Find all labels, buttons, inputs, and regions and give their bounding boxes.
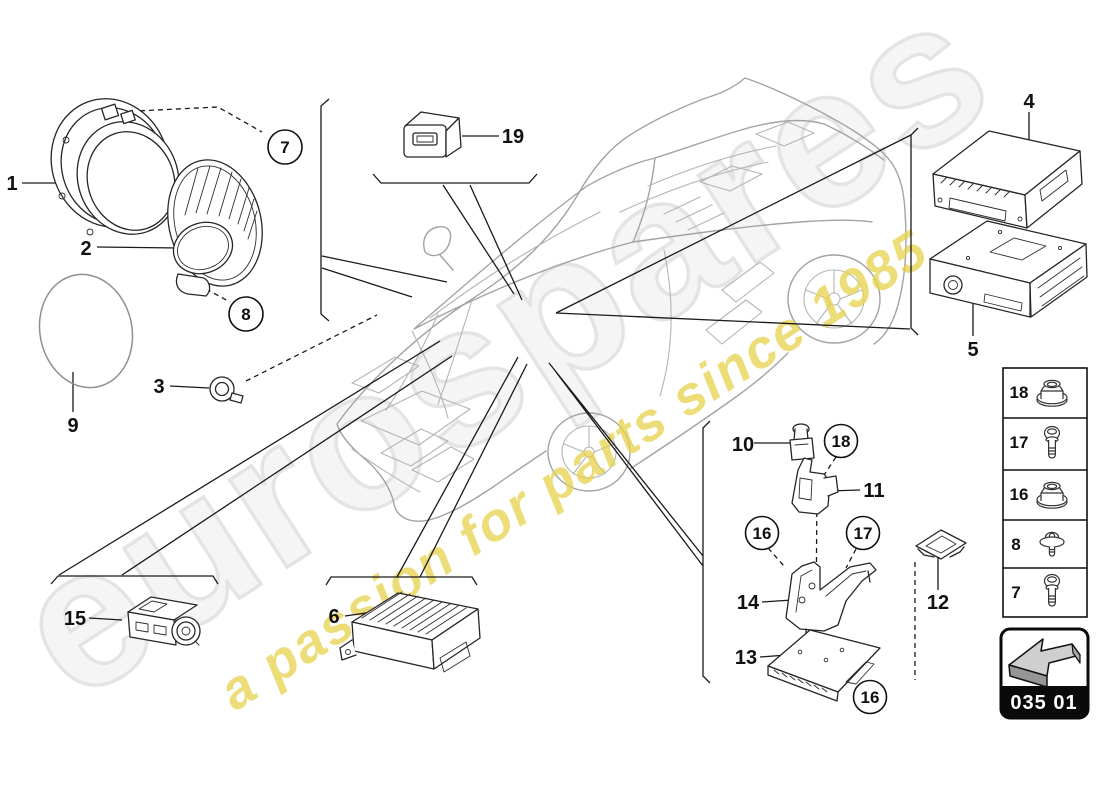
car-line-art	[336, 77, 907, 522]
tweeter-drawing[interactable]	[209, 376, 244, 404]
aerial-module-drawing[interactable]	[789, 423, 815, 461]
fastener-num-16: 16	[1010, 485, 1029, 504]
mounting-bracket-drawing[interactable]	[785, 561, 877, 641]
fastener-row-16[interactable]: 16	[1010, 481, 1068, 509]
part-label-12[interactable]: 12	[927, 592, 949, 614]
part-labels: 1 2 3 9 19 4 5 10 11 12 13 14 15 6	[6, 91, 1035, 669]
door-speaker-drawing[interactable]	[33, 82, 194, 249]
direction-arrow-icon	[1008, 638, 1081, 688]
part-label-19[interactable]: 19	[502, 126, 524, 148]
part-label-14[interactable]: 14	[737, 592, 760, 614]
speaker-adapter-drawing[interactable]	[155, 150, 275, 297]
part-label-11[interactable]: 11	[863, 480, 884, 502]
radio-unit-drawing[interactable]	[932, 130, 1083, 229]
callout-text-7[interactable]: 7	[280, 138, 289, 157]
callout-text-17[interactable]: 17	[854, 524, 873, 543]
part-label-13[interactable]: 13	[735, 647, 757, 669]
part-label-4[interactable]: 4	[1023, 91, 1035, 113]
part-label-9[interactable]: 9	[67, 415, 78, 437]
part-label-15[interactable]: 15	[64, 608, 86, 630]
part-label-5[interactable]: 5	[967, 339, 978, 361]
control-unit-drawing[interactable]	[767, 629, 881, 702]
code-band	[1001, 686, 1088, 718]
diagram-code-text: 035 01	[1010, 692, 1077, 714]
part-label-1[interactable]: 1	[6, 173, 17, 195]
diagram-code-box: 035 01	[999, 627, 1090, 720]
circled-callouts: 7 8 18 16 17 16	[228, 129, 888, 715]
callout-circle-17[interactable]: 17	[845, 515, 881, 551]
microphone-module-drawing[interactable]	[127, 596, 201, 646]
fastener-row-17[interactable]: 17	[1010, 425, 1061, 459]
fastener-row-8[interactable]: 8	[1011, 531, 1065, 557]
callout-circle-16[interactable]: 16	[744, 515, 780, 551]
part-label-10[interactable]: 10	[732, 434, 754, 456]
fastener-num-8: 8	[1011, 535, 1020, 554]
callout-text-16b[interactable]: 16	[861, 688, 880, 707]
bracket-drawing[interactable]	[791, 457, 839, 515]
part-label-6[interactable]: 6	[328, 606, 339, 628]
interface-module-drawing[interactable]	[915, 529, 967, 560]
fastener-row-7[interactable]: 7	[1011, 573, 1061, 607]
fastener-row-18[interactable]: 18	[1010, 379, 1068, 407]
callout-circle-16b[interactable]: 16	[852, 679, 888, 715]
fastener-num-17: 17	[1010, 433, 1029, 452]
fastener-num-18: 18	[1010, 383, 1029, 402]
cd-changer-drawing[interactable]	[929, 220, 1088, 318]
callout-circle-7[interactable]: 7	[267, 129, 303, 165]
callout-circle-18[interactable]: 18	[823, 423, 859, 459]
part-label-3[interactable]: 3	[153, 376, 164, 398]
callout-text-8[interactable]: 8	[241, 305, 250, 324]
amplifier-drawing[interactable]	[339, 591, 481, 673]
part-label-2[interactable]: 2	[80, 238, 91, 260]
callout-text-16[interactable]: 16	[753, 524, 772, 543]
callout-circle-8[interactable]: 8	[228, 296, 264, 332]
callout-text-18[interactable]: 18	[832, 432, 851, 451]
fastener-num-7: 7	[1011, 583, 1020, 602]
fastener-table: 18 17 16 8 7	[1002, 367, 1088, 618]
usb-socket-drawing[interactable]	[403, 111, 462, 158]
speaker-ring-drawing[interactable]	[29, 266, 143, 397]
